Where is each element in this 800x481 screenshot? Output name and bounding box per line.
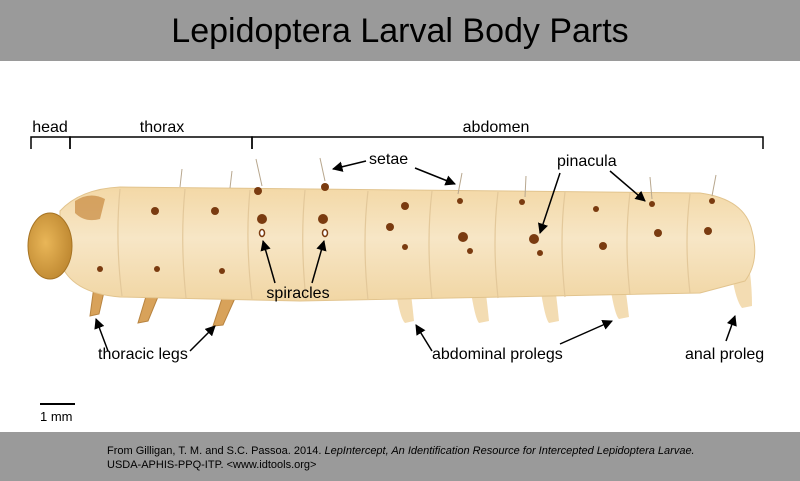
citation-line-2: USDA-APHIS-PPQ-ITP. <www.idtools.org>: [107, 459, 317, 471]
label-setae: setae: [369, 151, 409, 168]
figure-title: Lepidoptera Larval Body Parts: [171, 12, 629, 50]
label-anal-proleg: anal proleg: [685, 346, 765, 363]
label-thoracic-legs: thoracic legs: [98, 346, 188, 363]
label-spiracles: spiracles: [266, 285, 330, 302]
pinacula-spots: [97, 183, 715, 274]
label-head: head: [32, 119, 68, 136]
annotation-arrows: [94, 160, 737, 352]
spiracle-marks: [258, 228, 329, 238]
citation-title: LepIntercept, An Identification Resource…: [324, 445, 695, 457]
label-abdomen: abdomen: [462, 119, 530, 136]
label-abdominal-prolegs: abdominal prolegs: [432, 346, 563, 363]
region-brackets: [30, 136, 764, 149]
citation-line-1: From Gilligan, T. M. and S.C. Passoa. 20…: [107, 444, 787, 458]
label-pinacula: pinacula: [557, 153, 617, 170]
head-capsule: [27, 212, 73, 280]
head-bracket: [30, 136, 71, 149]
abdomen-bracket: [251, 136, 764, 149]
larva-illustration: [27, 136, 764, 405]
label-thorax: thorax: [139, 119, 185, 136]
thorax-bracket: [69, 136, 253, 149]
larva-body: [27, 157, 756, 327]
citation: From Gilligan, T. M. and S.C. Passoa. 20…: [107, 444, 787, 472]
figure-panel: head thorax abdomen setae pinacula spira…: [0, 61, 800, 432]
scale-bar-label: 1 mm: [40, 409, 73, 424]
citation-authors: From Gilligan, T. M. and S.C. Passoa. 20…: [107, 445, 325, 457]
setae-hairs: [179, 157, 717, 200]
